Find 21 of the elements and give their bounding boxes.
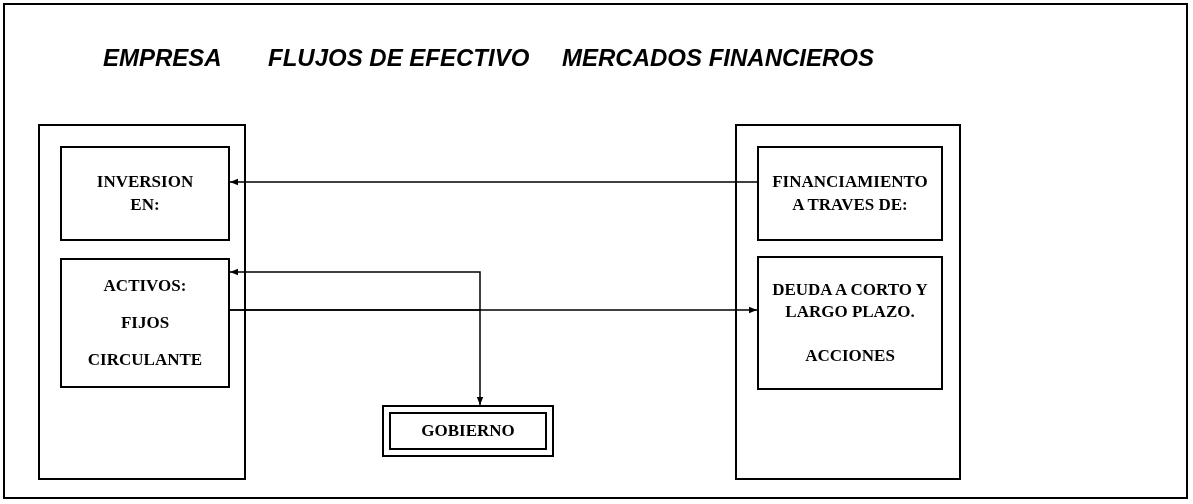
box-text: GOBIERNO	[421, 419, 515, 442]
section-heading: FLUJOS DE EFECTIVO	[268, 44, 530, 72]
arrow	[229, 178, 758, 186]
arrow	[229, 268, 481, 311]
frame-box	[735, 124, 961, 480]
arrow	[229, 309, 484, 406]
text-box	[60, 146, 230, 241]
box-text: CIRCULANTE	[87, 348, 203, 371]
box-text: FINANCIAMIENTO A TRAVES DE:	[771, 171, 929, 216]
entity-box	[382, 405, 554, 457]
box-text: ACCIONES	[805, 344, 895, 367]
frame-box	[38, 124, 246, 480]
box-text: FIJOS	[120, 311, 170, 334]
text-box	[757, 146, 943, 241]
box-text: ACTIVOS:	[103, 274, 187, 297]
section-heading: MERCADOS FINANCIEROS	[562, 44, 874, 72]
section-heading: EMPRESA	[103, 44, 222, 72]
text-box	[60, 258, 230, 388]
box-text: DEUDA A CORTO Y LARGO PLAZO.	[771, 279, 929, 324]
box-text: INVERSION EN:	[95, 171, 195, 216]
text-box	[757, 256, 943, 390]
